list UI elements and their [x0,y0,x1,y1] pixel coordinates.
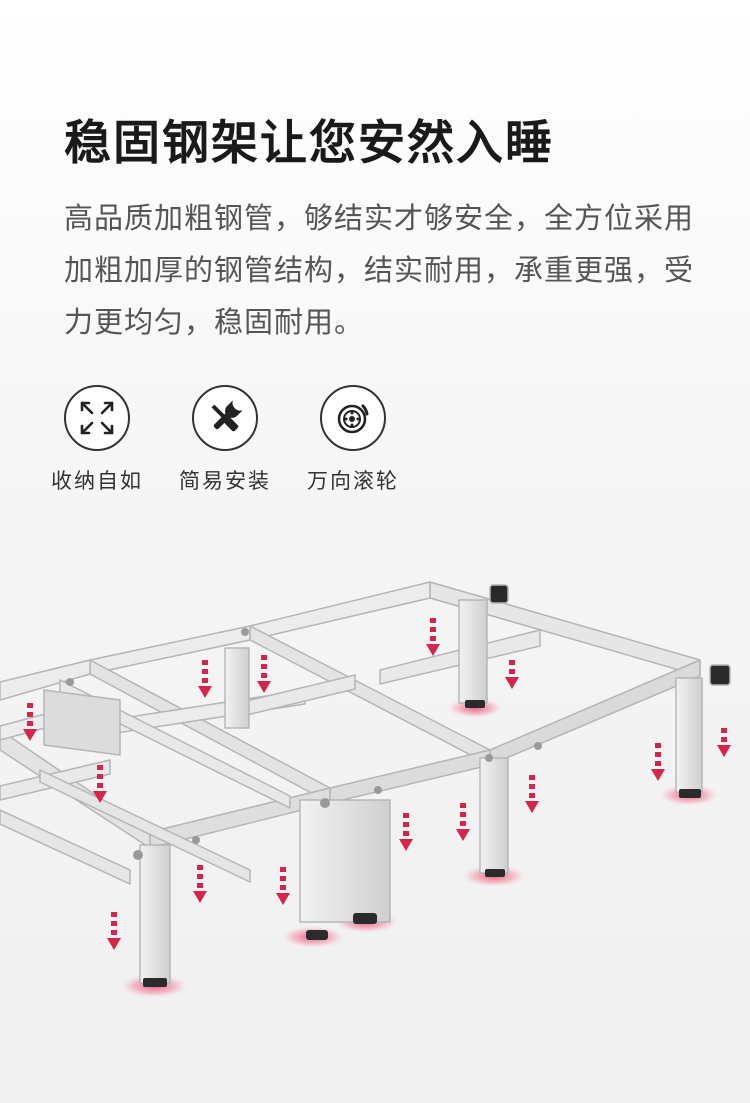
bolts [66,628,542,860]
feature-label: 万向滚轮 [307,469,399,493]
feet [143,700,701,987]
bed-frame [0,581,731,885]
product-description: 高品质加粗钢管，够结实才够安全，全方位采用加粗加厚的钢管结构，结实耐用，承重更强… [64,201,695,339]
feature-install: 简易安装 [155,385,295,495]
feature-storage: 收纳自如 [27,385,167,495]
foot-glows [120,698,719,998]
feature-label: 简易安装 [179,469,271,493]
expand-arrows-icon [64,385,130,451]
folding-bed-frame-illustration [0,581,731,998]
feature-label: 收纳自如 [51,469,143,493]
page-title: 稳固钢架让您安然入睡 [64,116,554,171]
downward-pressure-arrows [23,618,731,950]
caster-wheel-icon [320,385,386,451]
legs [139,599,703,984]
feature-wheel: 万向滚轮 [283,385,423,495]
wrench-screwdriver-icon [192,385,258,451]
feature-list: 收纳自如 简易安装 [0,385,750,505]
